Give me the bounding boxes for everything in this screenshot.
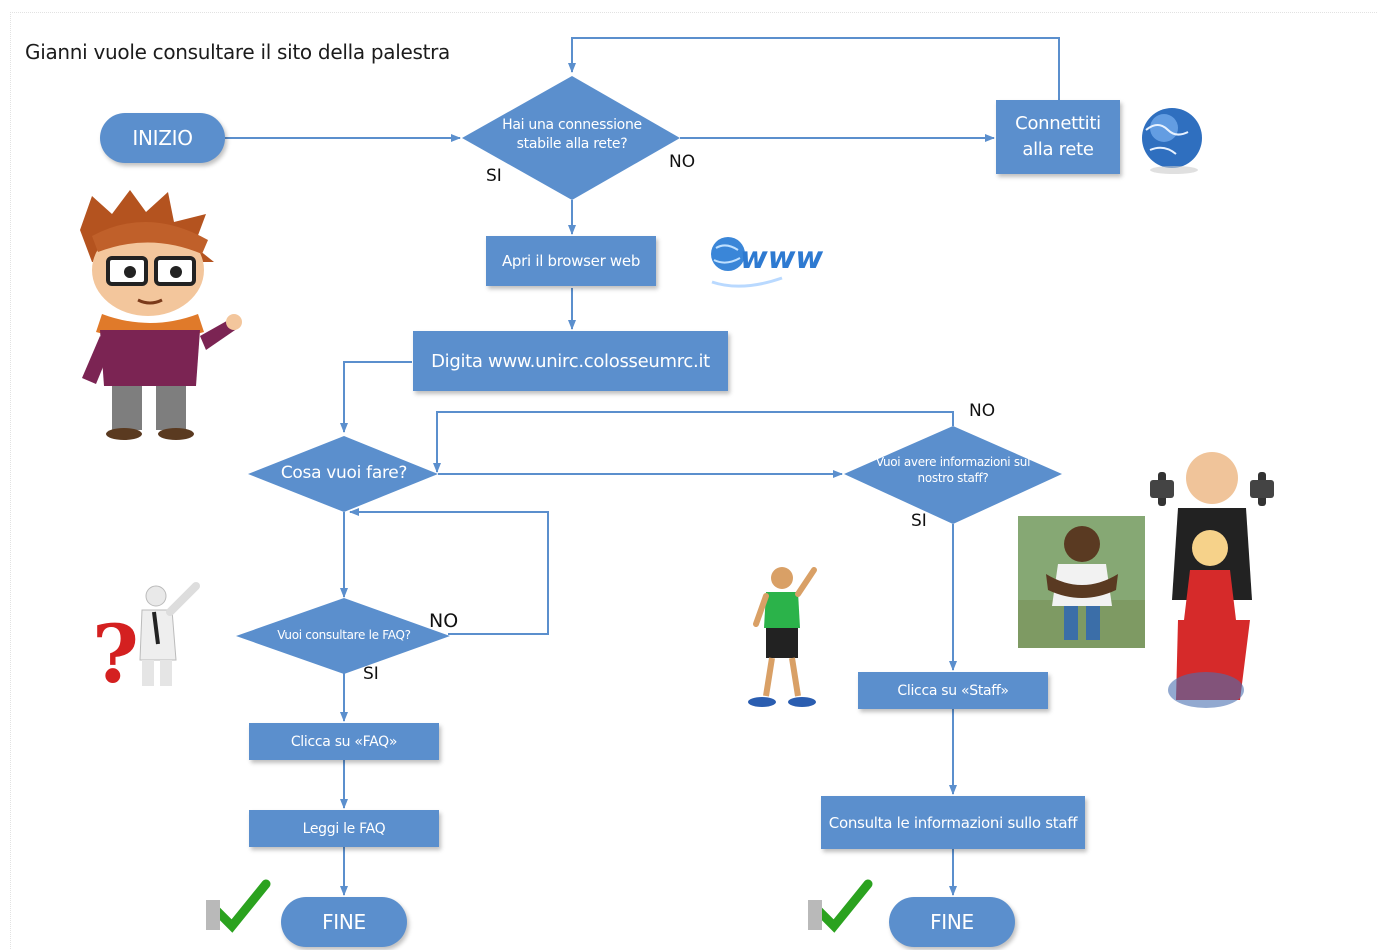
page-frame [10,12,1377,949]
decision-connessione [462,76,680,200]
decision-faq [236,598,450,674]
node-clicca-faq: Clicca su «FAQ» [249,723,439,760]
arrow-faq-no-back [349,508,549,635]
arrow-staff-no-back [433,411,954,473]
checkmark-icon-left [206,879,271,933]
question-mark-glyph: ? [92,607,139,701]
arrow-connettiti-back [568,37,1060,100]
label-si-staff: SI [911,511,927,531]
node-fine-left: FINE [281,897,407,947]
node-inizio: INIZIO [100,113,225,163]
fitness-couple [1150,452,1274,708]
decision-staff-label: Vuoi avere informazioni sul nostro staff… [875,455,1031,486]
waving-athlete [748,567,817,707]
www-logo: www [711,237,823,288]
node-connettiti: Connettiti alla rete [996,100,1120,174]
label-si-connessione: SI [486,166,502,186]
www-logo-text: www [740,241,823,276]
decision-staff [844,426,1062,524]
cartoon-character [80,190,242,440]
label-no-faq: NO [429,610,459,632]
node-consulta-staff: Consulta le informazioni sullo staff [821,796,1085,849]
question-mark-figure: ? [92,582,200,701]
arrow-digita-to-cosa [340,361,412,433]
globe-icon [1142,108,1202,174]
decision-cosa-vuoi-fare [248,436,438,512]
page-title: Gianni vuole consultare il sito della pa… [25,40,451,64]
node-clicca-staff: Clicca su «Staff» [858,672,1048,709]
node-fine-right: FINE [889,897,1015,947]
decision-connessione-label: Hai una connessione stabile alla rete? [502,117,642,152]
muscular-trainer [1018,516,1145,648]
decision-cosa-label: Cosa vuoi fare? [280,463,408,483]
node-leggi-faq: Leggi le FAQ [249,810,439,847]
label-no-connessione: NO [669,152,696,172]
node-digita-url: Digita www.unirc.colosseumrc.it [413,331,728,391]
label-si-faq: SI [363,664,379,684]
checkmark-icon-right [808,879,873,933]
label-no-staff: NO [969,401,996,421]
node-apri-browser: Apri il browser web [486,236,656,286]
decision-faq-label: Vuoi consultare le FAQ? [277,628,411,642]
